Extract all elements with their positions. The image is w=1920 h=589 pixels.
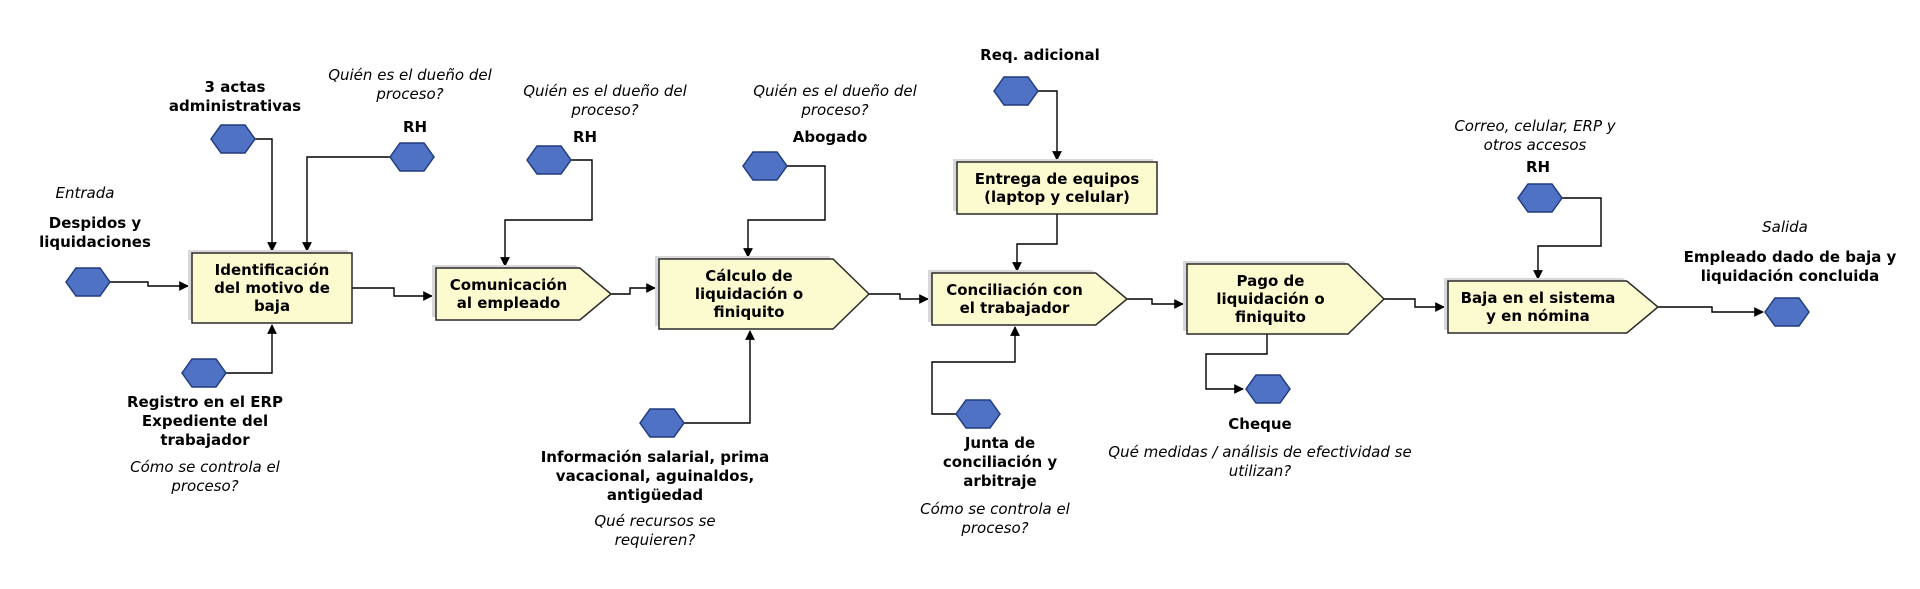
connector-info-p3 xyxy=(684,330,755,424)
question-owner-1: Quién es el dueño del proceso? xyxy=(328,66,492,103)
process-chevron xyxy=(658,258,871,330)
salida-hex-icon xyxy=(1764,297,1810,327)
accesos-label: Correo, celular, ERP y otros accesos xyxy=(1454,117,1616,154)
rh-hex-icon-1 xyxy=(389,142,435,172)
rh-label-1: RH xyxy=(402,118,428,136)
junta-hex-icon xyxy=(955,399,1001,429)
process-label-line: Cálculo de xyxy=(705,267,792,285)
registro-label: Registro en el ERP Expediente del trabaj… xyxy=(126,393,284,449)
process-box xyxy=(956,161,1158,215)
process-chevron xyxy=(1447,280,1660,334)
info-hex-icon xyxy=(639,408,685,438)
salida-label: Empleado dado de baja y liquidación conc… xyxy=(1683,248,1897,285)
process-label-line: finiquito xyxy=(1235,308,1306,326)
rh-label-2: RH xyxy=(572,128,598,146)
connector-junta-p5 xyxy=(931,326,1020,415)
process-label-line: el trabajador xyxy=(960,299,1070,317)
process-label-line: liquidación o xyxy=(695,285,803,303)
process-box xyxy=(191,252,353,324)
question-resources: Qué recursos se requieren? xyxy=(594,512,716,549)
connector-rh2-p2 xyxy=(500,159,593,267)
process-label-line: y en nómina xyxy=(1486,307,1590,325)
process-label-line: Pago de xyxy=(1237,272,1305,290)
abogado-hex-icon xyxy=(742,151,788,181)
registro-hex-icon xyxy=(181,358,227,388)
connector-req-p4 xyxy=(1038,90,1062,161)
connector-entrada-p1 xyxy=(110,281,189,291)
req-adicional-label: Req. adicional xyxy=(980,46,1100,64)
connector-p5-p6 xyxy=(1127,298,1184,309)
connector-p7-salida xyxy=(1658,306,1764,317)
process-label-line: liquidación o xyxy=(1216,290,1324,308)
question-control-2: Cómo se controla el proceso? xyxy=(920,500,1070,537)
req-hex-icon xyxy=(993,76,1039,106)
abogado-label: Abogado xyxy=(792,128,868,146)
process-label-line: baja xyxy=(254,297,290,315)
process-chevron xyxy=(931,272,1129,326)
process-chevron xyxy=(1186,263,1386,335)
question-measures: Qué medidas / análisis de efectividad se… xyxy=(1108,443,1412,480)
connector-p1-p2 xyxy=(352,287,433,301)
process-chevron xyxy=(435,267,613,321)
connector-rh1-p1 xyxy=(302,156,390,252)
connector-p6-p7 xyxy=(1384,298,1445,312)
connector-abogado-p3 xyxy=(743,165,826,258)
entrada-hex-icon xyxy=(65,267,111,297)
rh-hex-icon-3 xyxy=(1517,183,1563,213)
question-control-1: Cómo se controla el proceso? xyxy=(130,458,280,495)
rh-label-3: RH xyxy=(1525,158,1551,176)
process-label-line: al empleado xyxy=(457,294,561,312)
process-p4: Entrega de equipos(laptop y celular) xyxy=(953,159,1158,215)
process-label-line: del motivo de xyxy=(214,279,330,297)
salida-caption: Salida xyxy=(1762,218,1808,236)
question-owner-3: Quién es el dueño del proceso? xyxy=(753,82,917,119)
cheque-label: Cheque xyxy=(1228,415,1292,433)
info-salarial-label: Información salarial, prima vacacional, … xyxy=(540,448,770,504)
process-label-line: Conciliación con xyxy=(946,281,1083,299)
rh-hex-icon-2 xyxy=(526,145,572,175)
process-label-line: Comunicación xyxy=(450,276,567,294)
process-label-line: Entrega de equipos xyxy=(975,170,1140,188)
question-owner-2: Quién es el dueño del proceso? xyxy=(523,82,687,119)
connector-p4-p5 xyxy=(1012,214,1058,272)
actas-hex-icon xyxy=(210,124,256,154)
connector-p3-p5 xyxy=(869,293,929,304)
connector-registro-p1 xyxy=(226,324,277,374)
actas-label: 3 actas administrativas xyxy=(168,78,302,115)
cheque-hex-icon xyxy=(1245,374,1291,404)
connector-rh3-p7 xyxy=(1533,197,1602,280)
junta-label: Junta de conciliación y arbitraje xyxy=(942,434,1058,490)
connector-p2-p3 xyxy=(611,283,656,295)
entrada-label: Despidos y liquidaciones xyxy=(39,214,151,251)
process-label-line: finiquito xyxy=(714,303,785,321)
process-label-line: Identificación xyxy=(215,261,330,279)
entrada-caption: Entrada xyxy=(55,184,115,202)
connector-actas-p1 xyxy=(255,138,277,252)
process-label-line: (laptop y celular) xyxy=(984,188,1130,206)
process-label-line: Baja en el sistema xyxy=(1461,289,1616,307)
connector-p6-cheque xyxy=(1205,334,1268,394)
